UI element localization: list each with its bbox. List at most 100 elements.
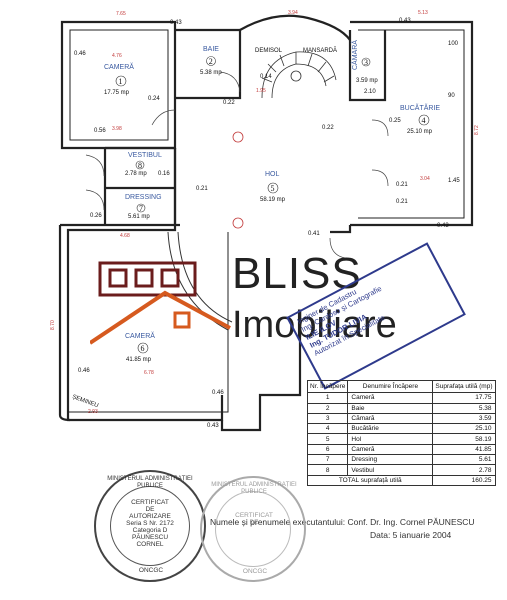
- stamp-line: CERTIFICAT: [235, 512, 273, 519]
- table-row: 3 Cămară 3.59: [306, 412, 496, 425]
- svg-text:7.65: 7.65: [116, 11, 126, 17]
- svg-text:0.14: 0.14: [260, 74, 272, 80]
- svg-text:0.21: 0.21: [396, 199, 408, 205]
- svg-text:ȘEMINEU: ȘEMINEU: [71, 394, 99, 409]
- room-8: VESTIBUL 8 2.78 mp: [125, 152, 162, 177]
- svg-text:CĂMARĂ: CĂMARĂ: [350, 40, 359, 70]
- svg-text:2.10: 2.10: [364, 89, 376, 95]
- staircase: [261, 51, 337, 99]
- svg-text:DRESSING: DRESSING: [125, 194, 162, 201]
- room-7: DRESSING 7 5.61 mp: [125, 194, 162, 220]
- svg-text:HOL: HOL: [265, 171, 280, 178]
- room-3: CĂMARĂ 3 3.59 mp: [350, 40, 378, 84]
- stamp-ring-text: MINISTERUL ADMINISTRAȚIEI PUBLICE: [211, 482, 297, 495]
- svg-text:BUCĂTĂRIE: BUCĂTĂRIE: [400, 103, 440, 112]
- svg-text:1: 1: [119, 77, 123, 86]
- svg-text:1.95: 1.95: [256, 88, 266, 94]
- svg-text:3.94: 3.94: [288, 10, 298, 16]
- stamp-line: CORNEL: [136, 541, 164, 548]
- svg-text:17.75 mp: 17.75 mp: [104, 90, 130, 96]
- svg-text:CAMERĂ: CAMERĂ: [125, 331, 155, 340]
- document-date: Data: 5 ianuarie 2004: [370, 530, 452, 540]
- table-header: Nr. Încăpere: [306, 379, 349, 394]
- svg-text:3: 3: [364, 58, 368, 67]
- table-row: 2 Baie 5.38: [306, 402, 496, 414]
- svg-text:90: 90: [448, 93, 455, 99]
- executant-name: Numele și prenumele executantului: Conf.…: [210, 517, 475, 527]
- svg-text:5.61 mp: 5.61 mp: [128, 214, 150, 220]
- table-row: 1 Cameră 17.75: [306, 392, 496, 404]
- svg-text:2: 2: [209, 57, 213, 66]
- svg-text:0.22: 0.22: [322, 125, 334, 131]
- svg-text:0.22: 0.22: [223, 100, 235, 106]
- svg-text:5.38 mp: 5.38 mp: [200, 70, 222, 76]
- table-row: 8 Vestibul 2.78: [306, 464, 496, 476]
- svg-text:2.93: 2.93: [88, 409, 98, 415]
- stamp-right: MINISTERUL ADMINISTRAȚIEI PUBLICE CERTIF…: [200, 476, 306, 582]
- room-6: CAMERĂ 6 41.85 mp: [125, 331, 155, 363]
- table-row: 5 Hol 58.19: [306, 433, 496, 445]
- svg-text:6.78: 6.78: [144, 370, 154, 376]
- svg-text:58.19 mp: 58.19 mp: [260, 197, 286, 203]
- svg-text:1.45: 1.45: [448, 178, 460, 184]
- svg-text:7: 7: [139, 204, 143, 213]
- svg-text:4.68: 4.68: [120, 233, 130, 239]
- svg-text:0.43: 0.43: [170, 20, 182, 26]
- svg-text:0.24: 0.24: [148, 96, 160, 102]
- stamp-ring-text: MINISTERUL ADMINISTRAȚIEI PUBLICE: [107, 476, 193, 489]
- svg-text:0.16: 0.16: [158, 171, 170, 177]
- svg-text:41.85 mp: 41.85 mp: [126, 357, 152, 363]
- walls: [58, 14, 474, 432]
- svg-text:MANSARDĂ: MANSARDĂ: [303, 47, 337, 54]
- svg-text:4: 4: [422, 116, 426, 125]
- dimensions: 7.65 0.43 3.94 0.43 5.13 0.46 4.76 0.14 …: [50, 10, 480, 429]
- svg-text:3.98: 3.98: [112, 126, 122, 132]
- logo-imobiliare: Imobiliare: [232, 304, 397, 346]
- table-row: 4 Bucătărie 25.10: [306, 423, 496, 435]
- svg-text:100: 100: [448, 41, 459, 47]
- svg-text:0.56: 0.56: [94, 128, 106, 134]
- svg-text:3.59 mp: 3.59 mp: [356, 78, 378, 84]
- svg-text:0.43: 0.43: [437, 223, 449, 229]
- svg-text:2.78 mp: 2.78 mp: [125, 171, 147, 177]
- svg-text:3.04: 3.04: [420, 176, 430, 182]
- svg-text:BAIE: BAIE: [203, 46, 219, 53]
- svg-text:CAMERĂ: CAMERĂ: [104, 62, 134, 71]
- svg-text:0.21: 0.21: [196, 186, 208, 192]
- svg-text:5: 5: [271, 184, 275, 193]
- svg-text:8.70: 8.70: [50, 320, 56, 330]
- svg-text:DEMISOL: DEMISOL: [255, 48, 283, 54]
- svg-text:0.26: 0.26: [90, 213, 102, 219]
- table-total-row: TOTAL suprafață utilă 160.25: [306, 474, 496, 486]
- stamp-line: Categoria D: [132, 527, 168, 534]
- logo-bliss: BLISS: [232, 249, 362, 298]
- room-1: CAMERĂ 1 17.75 mp: [104, 62, 134, 96]
- table-header: Denumire Încăpere: [347, 379, 434, 394]
- stamp-line: DE: [145, 506, 155, 513]
- svg-text:5.13: 5.13: [418, 10, 428, 16]
- stamp-line: PĂUNESCU: [131, 534, 169, 541]
- stamp-line: DE: [249, 519, 259, 526]
- svg-text:0.46: 0.46: [78, 368, 90, 374]
- svg-text:0.25: 0.25: [389, 118, 401, 124]
- svg-text:0.41: 0.41: [308, 231, 320, 237]
- table-header: Suprafața utilă (mp): [432, 379, 496, 394]
- svg-text:VESTIBUL: VESTIBUL: [128, 152, 162, 159]
- house-logo-icon: [90, 261, 231, 345]
- area-table: Nr. Încăpere Denumire Încăpere Suprafața…: [306, 379, 496, 486]
- svg-text:0.21: 0.21: [396, 182, 408, 188]
- total-label: TOTAL suprafață utilă: [306, 474, 434, 486]
- svg-text:0.43: 0.43: [399, 18, 411, 24]
- svg-text:25.10 mp: 25.10 mp: [407, 129, 433, 135]
- svg-text:6: 6: [141, 344, 145, 353]
- svg-text:0.46: 0.46: [212, 390, 224, 396]
- room-4: BUCĂTĂRIE 4 25.10 mp: [400, 103, 440, 135]
- room-5: HOL 5 58.19 mp: [260, 171, 286, 203]
- table-row: 6 Cameră 41.85: [306, 443, 496, 456]
- stamp-bottom-text: ONCGC: [138, 567, 164, 574]
- svg-text:8: 8: [138, 161, 142, 170]
- total-value: 160.25: [432, 474, 496, 486]
- stamp-line: AUTORIZARE: [129, 513, 171, 520]
- svg-text:4.76: 4.76: [112, 53, 122, 59]
